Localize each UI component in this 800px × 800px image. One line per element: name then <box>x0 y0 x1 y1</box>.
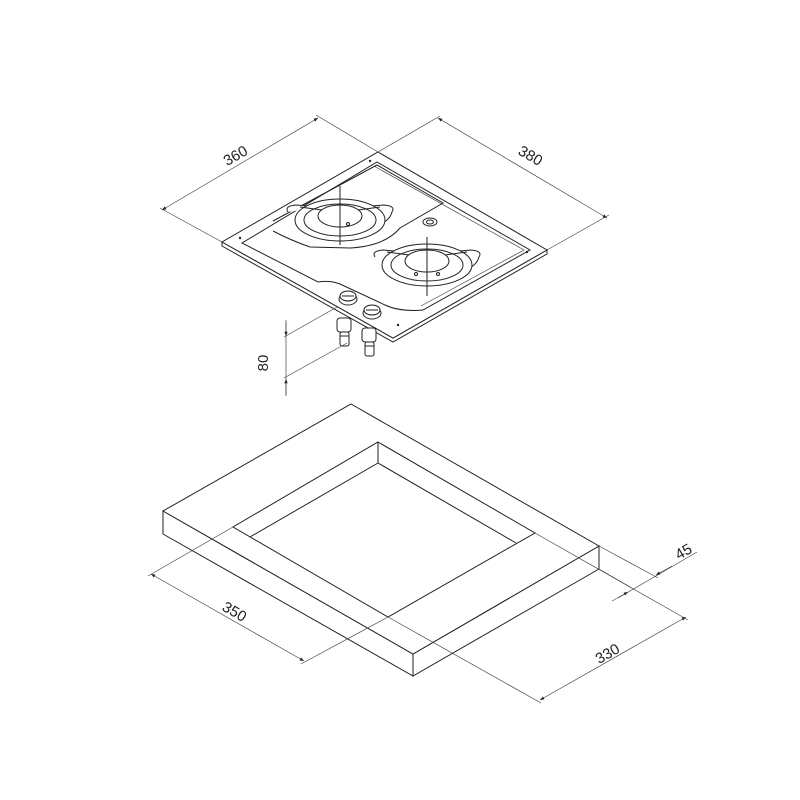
left-burner-zone <box>272 164 444 249</box>
dimension-thickness-45: 45 <box>598 541 698 602</box>
cooktop-recess <box>240 161 532 311</box>
dimension-label-350: 350 <box>219 598 249 625</box>
dimension-label-380: 380 <box>515 142 545 169</box>
control-knob-right <box>362 304 382 320</box>
gas-valves <box>336 317 377 357</box>
dimension-label-80: 80 <box>255 355 272 372</box>
dimension-label-330: 330 <box>593 640 623 667</box>
dimension-label-360: 360 <box>221 142 251 169</box>
dimension-height-80: 80 <box>255 306 348 396</box>
right-burner <box>373 237 481 296</box>
cooktop-plate <box>220 151 549 339</box>
cooktop <box>220 151 549 357</box>
slab-top-face <box>161 403 601 655</box>
countertop-cutout <box>161 403 601 677</box>
control-knob-left <box>338 290 358 306</box>
igniter <box>422 217 438 227</box>
dimension-label-45: 45 <box>672 541 695 564</box>
